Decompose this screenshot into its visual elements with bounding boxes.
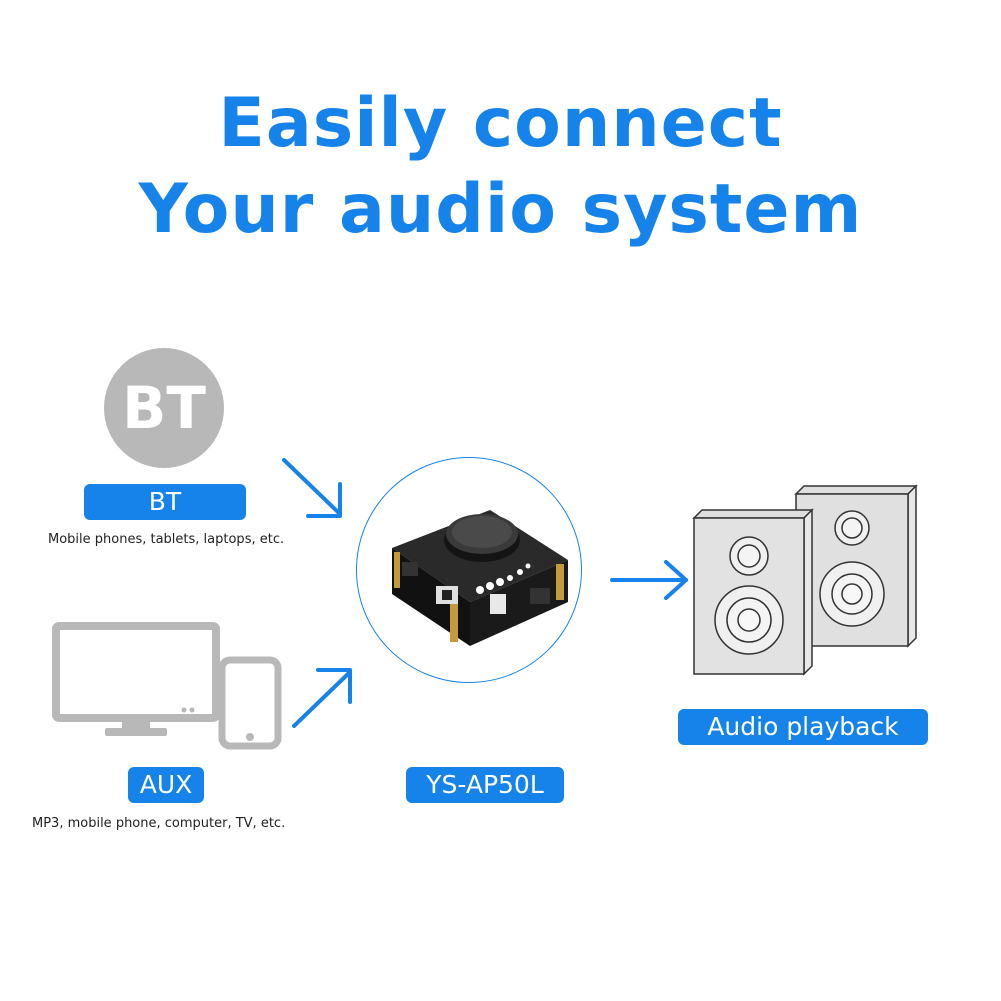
headline-line-2: Your audio system	[138, 170, 863, 249]
aux-caption: MP3, mobile phone, computer, TV, etc.	[32, 816, 286, 831]
arrow-down-right-icon	[282, 458, 342, 518]
monitor-icon	[52, 622, 220, 736]
speakers-icon	[692, 484, 918, 676]
device-label: YS-AP50L	[406, 767, 564, 803]
device-ring	[356, 457, 582, 683]
output-label: Audio playback	[678, 709, 928, 745]
monitor-phone-icon	[52, 622, 282, 750]
aux-label: AUX	[128, 767, 204, 803]
bluetooth-icon: BT	[104, 348, 224, 468]
speaker-back	[794, 484, 918, 648]
phone-icon	[218, 656, 282, 750]
speaker-front	[692, 508, 814, 676]
bt-caption: Mobile phones, tablets, laptops, etc.	[48, 532, 285, 547]
headline-line-1: Easily connect	[218, 84, 783, 163]
bt-label: BT	[84, 484, 246, 520]
amplifier-board-image	[392, 510, 568, 646]
arrow-right-icon	[610, 560, 688, 600]
arrow-up-right-icon	[292, 668, 352, 728]
